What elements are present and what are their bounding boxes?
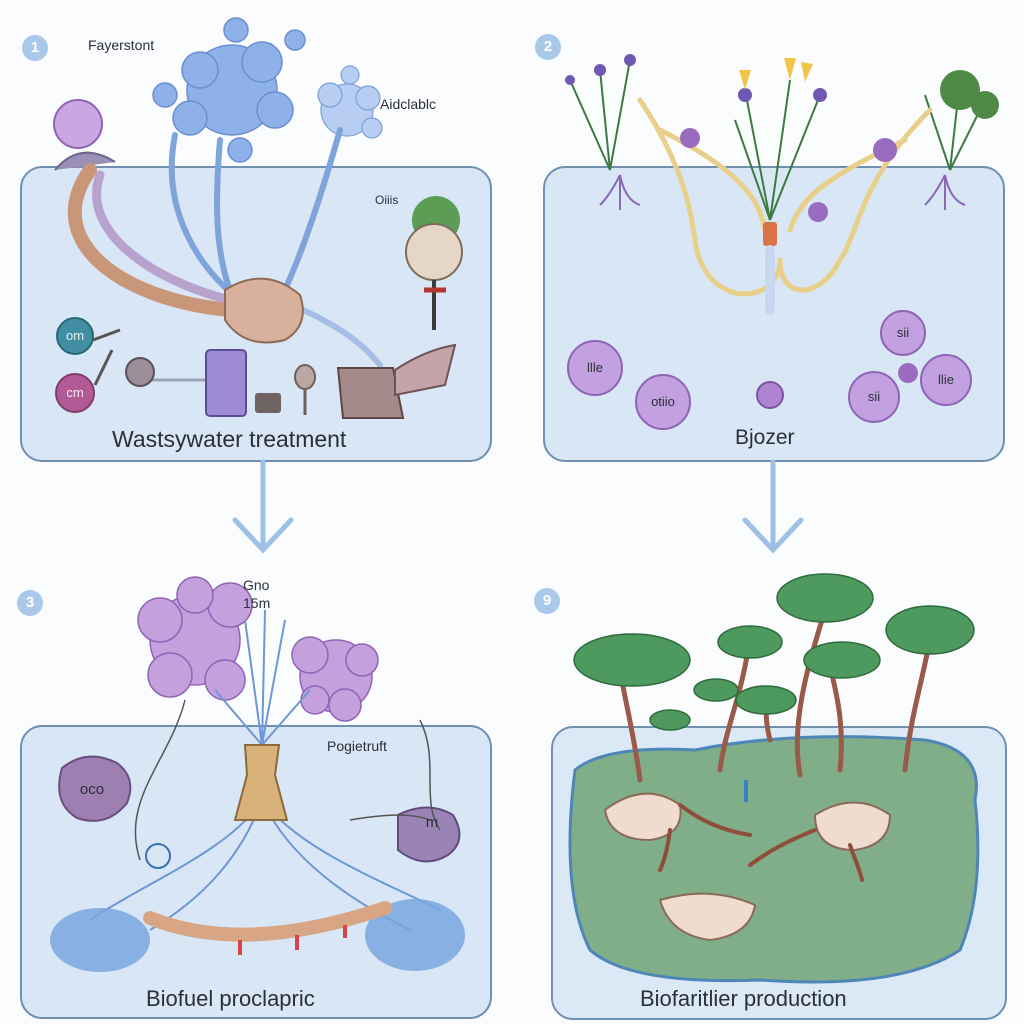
- label-gno: Gno: [243, 577, 270, 593]
- flow-arrows: [232, 459, 804, 554]
- caption-biofuel-production: Biofuel proclapric: [146, 986, 315, 1011]
- bubble-otiio: otiio: [651, 394, 675, 409]
- bubble-sii-top: sii: [896, 325, 910, 340]
- label-15m: 15m: [243, 595, 271, 611]
- bubble-m: m: [425, 814, 439, 831]
- caption-biofertilizer-production: Biofaritlier production: [640, 986, 847, 1011]
- caption-biozer: Bjozer: [735, 426, 795, 449]
- bubble-cm: cm: [66, 385, 84, 400]
- label-pogietruft: Pogietruft: [327, 738, 387, 754]
- bubble-oco: oco: [79, 781, 105, 798]
- label-oiiis: Oiiis: [375, 193, 399, 207]
- panel-biofertilizer-production: [551, 726, 1007, 1020]
- step-1-badge: 1: [22, 35, 48, 61]
- step-4-badge: 9: [534, 588, 560, 614]
- step-2-badge: 2: [535, 34, 561, 60]
- bubble-om: om: [65, 328, 85, 343]
- bubble-llle: llle: [587, 360, 603, 375]
- step-3-badge: 3: [17, 590, 43, 616]
- bubble-sii-bottom: sii: [867, 389, 881, 404]
- panel-wastewater-treatment: [20, 166, 492, 462]
- panel-biozer: [543, 166, 1005, 462]
- panel-biofuel-production: [20, 725, 492, 1019]
- label-fayerstont: Fayerstont: [88, 37, 155, 53]
- label-aidclablc: Aidclablc: [380, 96, 437, 112]
- bubble-llie: llie: [938, 372, 954, 387]
- caption-wastewater-treatment: Wastsywater treatment: [112, 426, 347, 452]
